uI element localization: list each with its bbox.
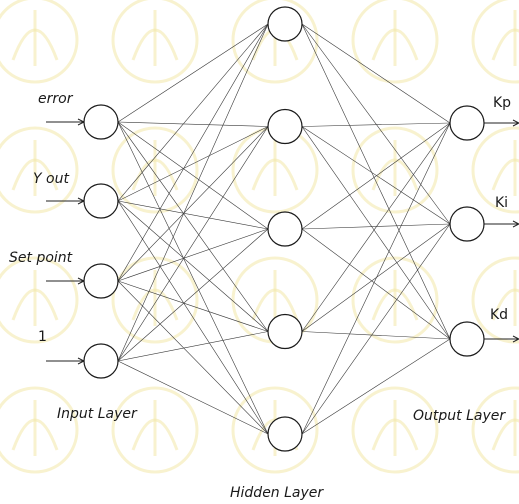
connection-input4-hidden1 — [117, 23, 269, 362]
connection-hidden4-output3 — [301, 331, 451, 340]
input-label-bias: 1 — [38, 329, 47, 345]
output-label-kp: Kp — [493, 95, 511, 111]
input-label-error: error — [38, 91, 74, 107]
watermark-emblem — [471, 0, 519, 84]
connections — [117, 23, 451, 435]
input-label-y-out: Y out — [33, 171, 69, 187]
input-node-3 — [83, 263, 119, 299]
watermark-emblem — [351, 386, 439, 474]
connection-input1-hidden5 — [117, 121, 269, 435]
hidden-node-2 — [267, 108, 303, 145]
output-arrow-2 — [484, 220, 519, 228]
watermark-emblem — [0, 386, 79, 474]
connection-hidden4-output2 — [301, 223, 451, 332]
input-layer-label: Input Layer — [57, 406, 138, 422]
connection-input3-hidden5 — [117, 280, 269, 435]
output-arrow-3 — [484, 335, 519, 343]
connection-hidden3-output3 — [301, 228, 451, 340]
output-arrow-1 — [484, 119, 519, 127]
input-node-1 — [83, 104, 119, 140]
connection-input2-hidden3 — [117, 200, 269, 230]
io-arrows — [46, 118, 519, 365]
connection-hidden5-output2 — [301, 223, 451, 435]
connection-input1-hidden2 — [117, 121, 269, 127]
input-node-2 — [83, 183, 119, 219]
output-label-ki: Ki — [495, 195, 508, 211]
connection-input2-hidden2 — [117, 126, 269, 202]
connection-input3-hidden2 — [117, 126, 269, 282]
hidden-node-1 — [267, 6, 303, 42]
watermark-emblem — [111, 386, 199, 474]
output-node-2 — [449, 206, 485, 242]
connection-input2-hidden1 — [117, 23, 269, 202]
connection-input4-hidden5 — [117, 360, 269, 435]
connection-hidden3-output2 — [301, 223, 451, 230]
connection-hidden2-output1 — [301, 122, 451, 127]
output-node-1 — [449, 105, 485, 141]
output-label-kd: Kd — [490, 307, 508, 323]
output-node-3 — [449, 321, 485, 357]
connection-hidden1-output2 — [301, 23, 451, 225]
hidden-layer-label: Hidden Layer — [230, 485, 324, 501]
watermark-emblem — [351, 126, 439, 214]
connection-input2-hidden4 — [117, 200, 269, 332]
connection-input1-hidden4 — [117, 121, 269, 332]
watermark-emblem — [471, 126, 519, 214]
connection-hidden2-output3 — [301, 126, 451, 340]
watermark-emblem — [351, 0, 439, 84]
hidden-node-3 — [267, 211, 303, 247]
watermark-emblem — [471, 386, 519, 474]
input-arrow-1 — [46, 118, 86, 126]
input-label-set-point: Set point — [9, 250, 73, 266]
hidden-node-4 — [267, 313, 303, 350]
input-arrow-4 — [46, 357, 86, 365]
connection-input1-hidden3 — [117, 121, 269, 230]
watermark-emblem — [111, 256, 199, 344]
labels: error Y out Set point 1 Kp Ki Kd Input L… — [9, 91, 511, 501]
watermark-emblem — [0, 0, 79, 84]
nodes — [83, 6, 485, 452]
connection-hidden1-output3 — [301, 23, 451, 340]
watermark-emblem — [0, 256, 79, 344]
watermark-emblem — [471, 256, 519, 344]
watermark-logo-pattern — [0, 0, 519, 474]
input-node-4 — [83, 343, 119, 379]
connection-input2-hidden5 — [117, 200, 269, 435]
connection-input3-hidden3 — [117, 228, 269, 282]
input-arrow-3 — [46, 277, 86, 285]
connection-hidden1-output1 — [301, 23, 451, 124]
watermark-emblem — [111, 0, 199, 84]
connection-hidden2-output2 — [301, 126, 451, 225]
connection-input4-hidden2 — [117, 126, 269, 362]
connection-hidden4-output1 — [301, 122, 451, 332]
connection-input1-hidden1 — [117, 23, 269, 123]
connection-input4-hidden3 — [117, 228, 269, 362]
hidden-node-5 — [267, 416, 303, 452]
connection-input3-hidden1 — [117, 23, 269, 282]
watermark-emblem — [0, 126, 79, 214]
watermark-emblem — [111, 126, 199, 214]
connection-input4-hidden4 — [117, 331, 269, 362]
connection-hidden3-output1 — [301, 122, 451, 230]
connection-hidden5-output1 — [301, 122, 451, 435]
output-layer-label: Output Layer — [413, 408, 506, 424]
connection-hidden5-output3 — [301, 338, 451, 435]
connection-input3-hidden4 — [117, 280, 269, 332]
